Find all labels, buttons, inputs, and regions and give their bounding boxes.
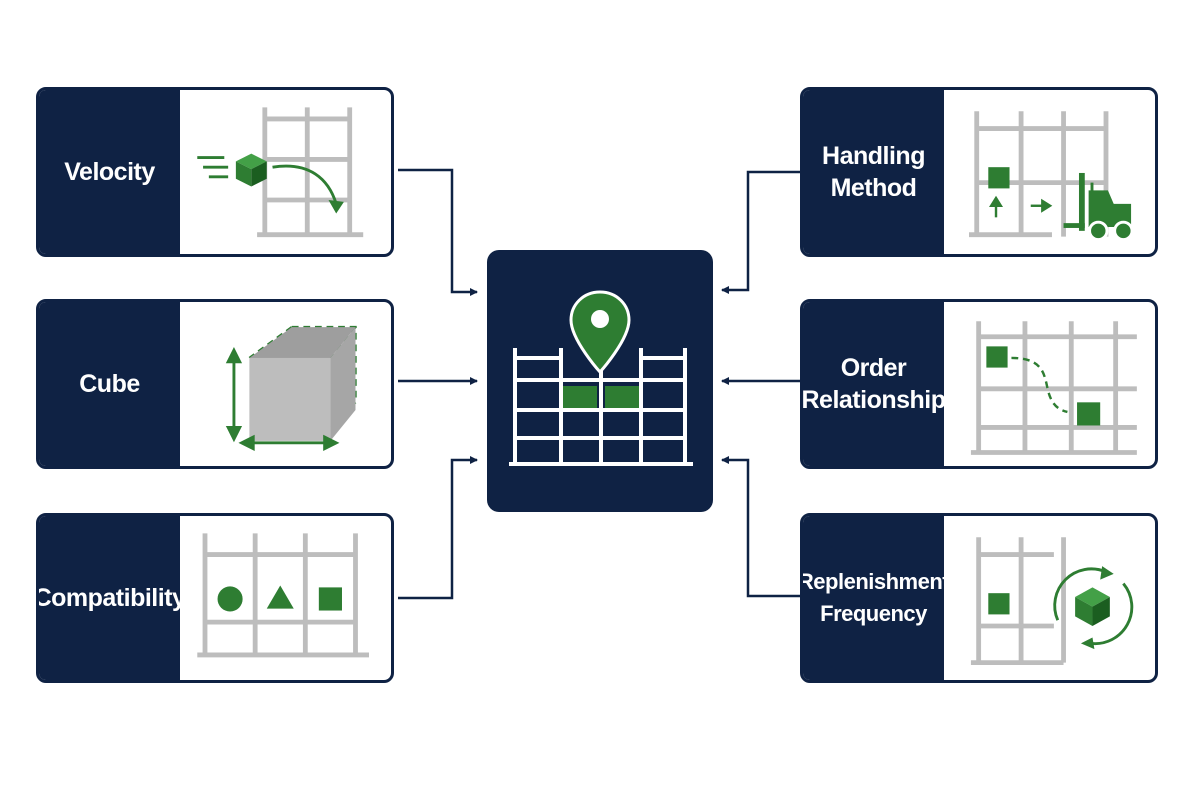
linked-slots-icon bbox=[944, 302, 1155, 466]
factor-label-velocity: Velocity bbox=[39, 90, 180, 254]
factor-card-velocity: Velocity bbox=[36, 87, 394, 257]
factor-label-cube: Cube bbox=[39, 302, 180, 466]
connector-handling-method bbox=[721, 170, 800, 294]
factor-card-cube: Cube bbox=[36, 299, 394, 469]
cube-dimensions-icon bbox=[180, 302, 391, 466]
slot-location-pin-icon bbox=[487, 250, 713, 512]
shapes-in-rack-icon bbox=[180, 516, 391, 680]
replenish-cycle-icon bbox=[944, 516, 1155, 680]
factor-card-compatibility: Compatibility bbox=[36, 513, 394, 683]
connector-replenishment-frequency bbox=[721, 456, 800, 598]
moving-box-arrow-icon bbox=[180, 90, 391, 254]
factor-label-compatibility: Compatibility bbox=[39, 516, 186, 680]
connector-compatibility bbox=[398, 456, 478, 600]
forklift-icon bbox=[944, 90, 1155, 254]
connector-velocity bbox=[398, 168, 478, 296]
